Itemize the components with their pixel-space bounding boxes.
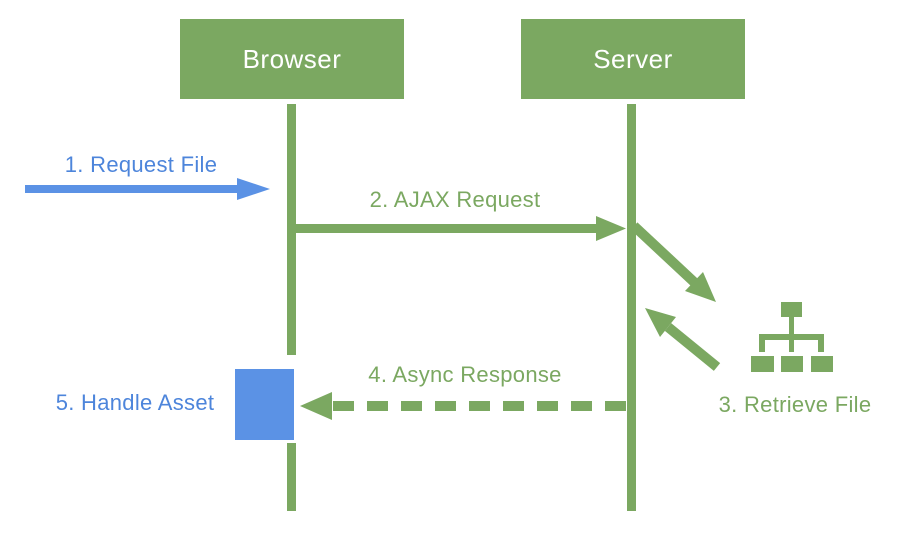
server-to-files-arrow-head xyxy=(685,272,716,302)
server-actor-box xyxy=(521,19,745,99)
ajax-request-arrow-shaft xyxy=(296,224,597,233)
step3-retrieve-file-label: 3. Retrieve File xyxy=(718,392,872,417)
step5-handle-asset-label: 5. Handle Asset xyxy=(55,390,215,415)
ajax-request-arrow-head xyxy=(596,216,626,241)
step2-ajax-request-label: 2. AJAX Request xyxy=(369,187,541,212)
server-lifeline xyxy=(627,104,636,511)
request-file-arrow-head xyxy=(237,178,270,200)
browser-lifeline-lower xyxy=(287,443,296,511)
blue-shapes xyxy=(25,178,294,440)
green-fill-shapes xyxy=(180,19,833,511)
files-to-server-arrow-head xyxy=(645,308,676,337)
green-stroke-shapes xyxy=(332,222,721,411)
browser-lifeline-upper xyxy=(287,104,296,355)
sitemap-icon xyxy=(751,302,833,372)
request-file-arrow-shaft xyxy=(25,185,237,193)
server-actor-label: Server xyxy=(593,43,673,74)
activation-box xyxy=(235,369,294,440)
browser-actor-label: Browser xyxy=(242,43,342,74)
step4-async-response-label: 4. Async Response xyxy=(368,362,562,387)
async-response-arrow-head xyxy=(300,392,332,420)
step1-request-file-label: 1. Request File xyxy=(64,152,218,177)
browser-actor-box xyxy=(180,19,404,99)
files-to-server-arrow-shaft xyxy=(664,323,721,371)
server-to-files-arrow-shaft xyxy=(630,222,698,286)
